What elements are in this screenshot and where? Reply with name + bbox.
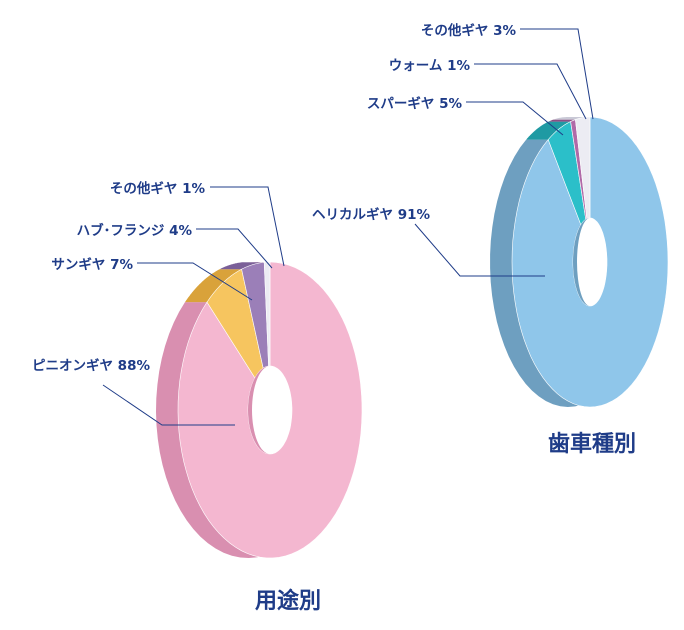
chart-title: 用途別	[255, 588, 321, 614]
slice-label-4: その他ギヤ 3%	[421, 22, 517, 39]
slice-label-4: その他ギヤ 1%	[110, 180, 206, 197]
slice-label-1: ピニオンギヤ 88%	[32, 358, 150, 374]
slice-label-2: スパーギヤ 5%	[367, 96, 463, 112]
hole-wall	[248, 366, 270, 454]
donut-chart-1: ピニオンギヤ 88% サンギヤ 7% ハブ･フランジ 4% その他ギヤ 1% 用途別	[32, 180, 363, 614]
slice-4	[575, 116, 591, 220]
leader-line-2	[137, 262, 253, 301]
leader-line-4	[520, 28, 594, 120]
chart-title: 歯車種別	[548, 431, 636, 457]
slice-side-4	[553, 117, 590, 120]
slice-side-2	[185, 269, 242, 303]
leader-line-2	[466, 101, 564, 136]
slice-label-3: ハブ･フランジ 4%	[77, 222, 193, 239]
donut-hole	[582, 220, 604, 304]
slice-side-3	[219, 262, 265, 270]
slice-side-3	[548, 119, 576, 122]
leader-line-1	[102, 384, 235, 426]
slice-label-1: ヘリカルギヤ 91%	[312, 207, 430, 223]
hole-wall	[573, 218, 590, 306]
leader-line-1	[414, 223, 545, 277]
slice-4	[263, 261, 271, 367]
leader-line-4	[210, 186, 285, 267]
slice-2	[547, 121, 587, 226]
slice-label-2: サンギヤ 7%	[51, 257, 133, 273]
slice-label-3: ウォーム 1%	[389, 58, 471, 74]
leader-line-3	[474, 63, 587, 120]
donut-hole	[257, 368, 289, 452]
donut-chart-2: ヘリカルギヤ 91% スパーギヤ 5% ウォーム 1% その他ギヤ 3% 歯車種別	[312, 22, 669, 457]
slice-side-2	[526, 121, 571, 140]
leader-line-3	[196, 228, 273, 269]
